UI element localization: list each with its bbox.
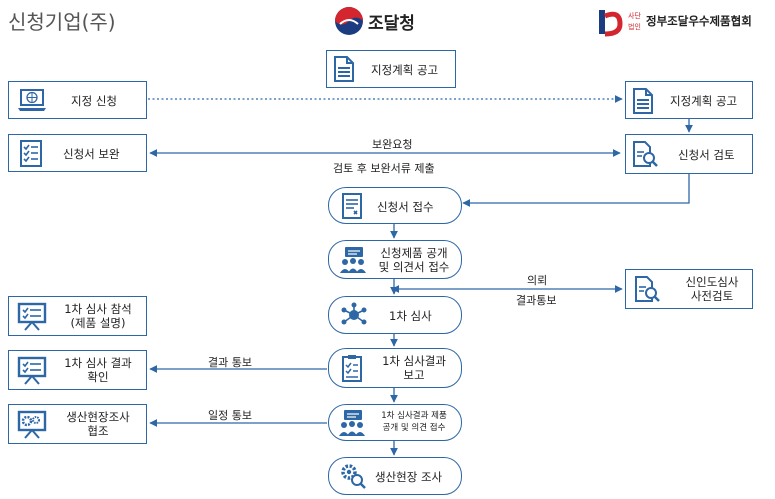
confirm-box: 1차 심사 결과 확인 [8,350,147,390]
disclose-label-1: 신청제품 공개 [380,246,448,260]
supplement-box: 신청서 보완 [8,134,147,172]
review-label: 신청서 검토 [678,148,735,162]
review-box: 신청서 검토 [625,134,753,174]
disclose-label-2: 및 의견서 접수 [378,260,450,274]
presentation-board-icon [17,356,47,385]
association-emblem-icon [599,10,623,37]
presentation-board-icon [17,302,47,331]
receipt-label: 신청서 접수 [377,200,434,214]
attend-label-1: 1차 심사 참석 [64,302,132,316]
attend-label-2: (제품 설명) [70,316,126,330]
document-search-icon [635,276,660,302]
right-plan-notice-label: 지정계획 공고 [670,94,738,108]
pre-review-box: 신인도심사 사전검토 [625,269,753,309]
receipt-node: 신청서 접수 [328,187,462,224]
right-plan-notice-box: 지정계획 공고 [625,81,753,119]
association-name: 정부조달우수제품협회 [646,14,752,28]
people-board-icon [340,247,366,273]
form-icon [342,193,362,219]
clipboard-icon [342,355,362,382]
site-survey-label: 생산현장 조사 [375,470,443,484]
checklist-icon [20,140,42,167]
result-report-node: 1차 심사결과 보고 [328,348,462,388]
pps-emblem-icon [335,7,363,35]
disclose-node: 신청제품 공개 및 의견서 접수 [328,240,462,279]
edge-label-notify-result-right: 결과통보 [516,294,557,307]
cooperate-label-2: 협조 [87,424,109,438]
center-plan-notice-label: 지정계획 공고 [371,63,439,77]
pps-logo [334,6,364,36]
apply-label: 지정 신청 [71,94,117,108]
result-report-label-2: 보고 [403,368,425,382]
laptop-globe-icon [18,89,46,111]
confirm-label-2: 확인 [87,370,109,384]
pps-name: 조달청 [368,14,415,34]
company-title: 신청기업(주) [8,10,116,34]
network-icon [341,302,367,325]
document-icon [633,88,653,114]
association-logo [596,8,626,38]
confirm-label-1: 1차 심사 결과 [64,356,132,370]
edge-label-notify-schedule: 일정 통보 [208,409,252,422]
association-small-bottom: 법인 [628,23,641,31]
cooperate-box: 생산현장조사 협조 [8,404,147,444]
result-report-label-1: 1차 심사결과 [382,354,446,368]
attend-box: 1차 심사 참석 (제품 설명) [8,296,147,336]
pre-review-label-2: 사전검토 [690,289,734,303]
gear-search-icon [341,464,366,489]
apply-box: 지정 신청 [8,81,147,119]
result-disclose-label-1: 1차 심사결과 제품 [381,411,447,421]
supplement-label: 신청서 보완 [63,147,120,161]
center-plan-notice-box: 지정계획 공고 [326,50,456,88]
result-disclose-label-2: 공개 및 의견 접수 [382,423,446,433]
association-small-top: 사단 [628,12,641,20]
edge-label-submit-after-review: 검토 후 보완서류 제출 [333,162,435,175]
cooperate-label-1: 생산현장조사 [66,410,130,424]
edge-label-notify-result-left: 결과 통보 [208,356,252,369]
document-icon [334,56,354,82]
pre-review-label-1: 신인도심사 [685,275,739,289]
people-board-icon [339,410,365,436]
first-review-node: 1차 심사 [328,296,462,334]
edge-label-request: 의뢰 [527,274,548,287]
gear-board-icon [17,410,47,439]
site-survey-node: 생산현장 조사 [328,457,462,495]
edge-label-request-supplement: 보완요청 [372,138,413,151]
result-disclose-node: 1차 심사결과 제품 공개 및 의견 접수 [328,404,462,441]
first-review-label: 1차 심사 [389,309,432,323]
review-to-receipt-line [462,174,690,207]
document-search-icon [633,141,658,167]
